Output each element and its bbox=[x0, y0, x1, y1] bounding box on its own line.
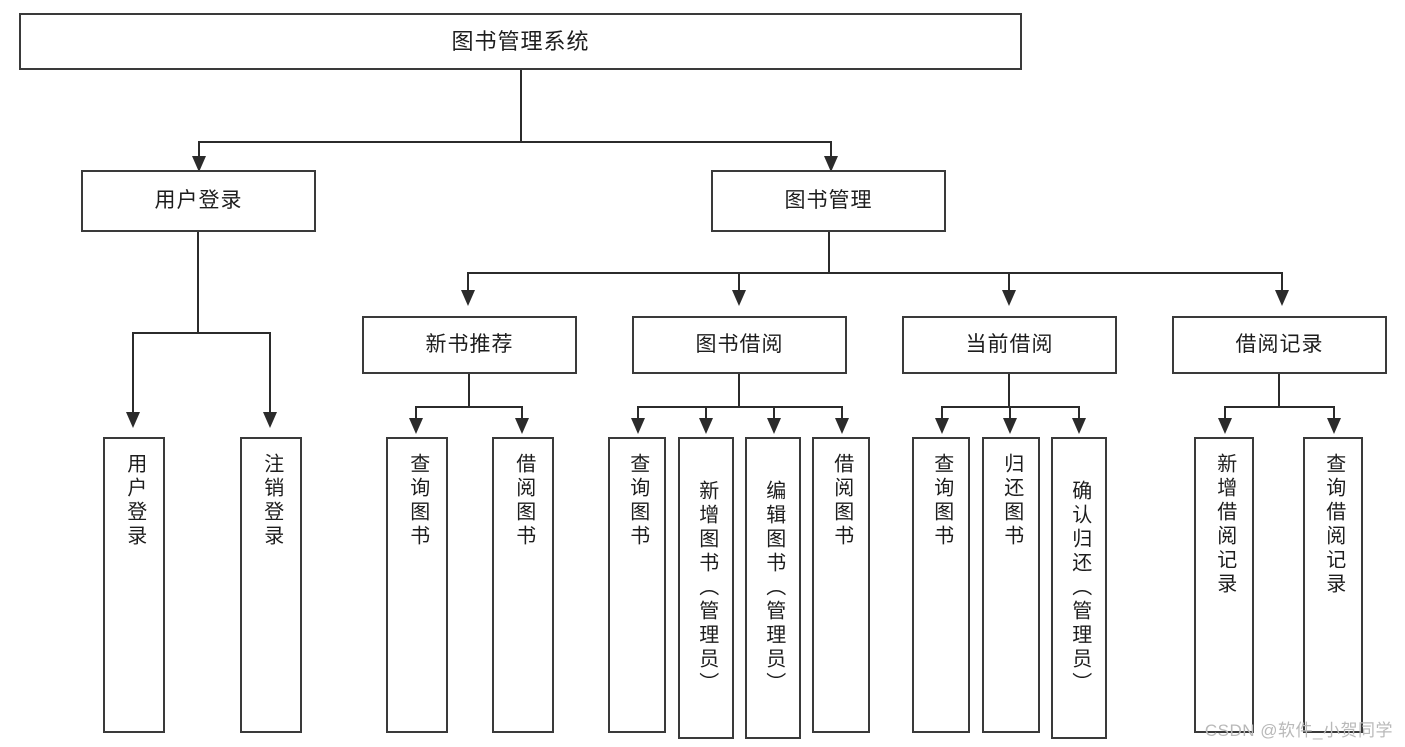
connector-borrow-record-bus bbox=[1224, 406, 1335, 408]
leaf-label: 用户登录 bbox=[123, 453, 146, 549]
arrowhead-root-to-user-login bbox=[192, 156, 206, 172]
connector-root-to-user-login bbox=[198, 141, 200, 164]
connector-book-management-stem bbox=[828, 232, 830, 273]
leaf-book-borrow-borrow-book[interactable]: 借阅图书 bbox=[812, 437, 870, 733]
arrowhead-book-borrow-to-leaf-3 bbox=[767, 418, 781, 434]
leaf-label: 编辑图书（管理员） bbox=[762, 480, 785, 696]
connector-user-login-to-leaf-2 bbox=[269, 332, 271, 417]
connector-book-borrow-to-leaf-1 bbox=[637, 406, 639, 422]
arrowhead-bm-to-new-book bbox=[461, 290, 475, 306]
connector-borrow-record-to-leaf-1 bbox=[1224, 406, 1226, 422]
node-label: 图书管理 bbox=[784, 188, 873, 212]
connector-root-stem bbox=[520, 70, 522, 142]
connector-bm-to-borrow-record bbox=[1281, 272, 1283, 296]
connector-new-book-stem bbox=[468, 374, 470, 407]
leaf-current-borrow-return-book[interactable]: 归还图书 bbox=[982, 437, 1040, 733]
connector-book-management-bus bbox=[467, 272, 1283, 274]
leaf-book-borrow-query-book[interactable]: 查询图书 bbox=[608, 437, 666, 733]
leaf-label: 新增借阅记录 bbox=[1213, 453, 1236, 597]
arrowhead-current-borrow-to-leaf-1 bbox=[935, 418, 949, 434]
connector-book-borrow-to-leaf-4 bbox=[841, 406, 843, 422]
leaf-label: 新增图书（管理员） bbox=[695, 480, 718, 696]
leaf-book-borrow-edit-book-admin[interactable]: 编辑图书（管理员） bbox=[745, 437, 801, 739]
connector-book-borrow-to-leaf-2 bbox=[705, 406, 707, 422]
node-label: 借阅记录 bbox=[1235, 332, 1324, 356]
leaf-label: 查询图书 bbox=[626, 453, 649, 549]
arrowhead-book-borrow-to-leaf-2 bbox=[699, 418, 713, 434]
leaf-label: 查询图书 bbox=[406, 453, 429, 549]
arrowhead-user-login-to-leaf-1 bbox=[126, 412, 140, 428]
arrowhead-bm-to-current-borrow bbox=[1002, 290, 1016, 306]
connector-bm-to-current-borrow bbox=[1008, 272, 1010, 296]
node-label: 新书推荐 bbox=[425, 332, 514, 356]
arrowhead-root-to-book-management bbox=[824, 156, 838, 172]
leaf-current-borrow-confirm-return-admin[interactable]: 确认归还（管理员） bbox=[1051, 437, 1107, 739]
node-label: 图书借阅 bbox=[695, 332, 784, 356]
node-label: 当前借阅 bbox=[965, 332, 1054, 356]
leaf-borrow-record-add-record[interactable]: 新增借阅记录 bbox=[1194, 437, 1254, 733]
connector-borrow-record-stem bbox=[1278, 374, 1280, 407]
leaf-label: 归还图书 bbox=[1000, 453, 1023, 549]
leaf-borrow-record-query-record[interactable]: 查询借阅记录 bbox=[1303, 437, 1363, 733]
leaf-label: 注销登录 bbox=[260, 453, 283, 549]
connector-current-borrow-to-leaf-3 bbox=[1078, 406, 1080, 422]
connector-new-book-bus bbox=[415, 406, 523, 408]
leaf-new-book-borrow-book[interactable]: 借阅图书 bbox=[492, 437, 554, 733]
connector-user-login-to-leaf-1 bbox=[132, 332, 134, 417]
arrowhead-current-borrow-to-leaf-2 bbox=[1003, 418, 1017, 434]
arrowhead-bm-to-borrow-record bbox=[1275, 290, 1289, 306]
leaf-book-borrow-add-book-admin[interactable]: 新增图书（管理员） bbox=[678, 437, 734, 739]
node-new-book-recommend[interactable]: 新书推荐 bbox=[362, 316, 577, 374]
leaf-user-login-login[interactable]: 用户登录 bbox=[103, 437, 165, 733]
leaf-label: 查询借阅记录 bbox=[1322, 453, 1345, 597]
arrowhead-current-borrow-to-leaf-3 bbox=[1072, 418, 1086, 434]
leaf-current-borrow-query-book[interactable]: 查询图书 bbox=[912, 437, 970, 733]
arrowhead-borrow-record-to-leaf-2 bbox=[1327, 418, 1341, 434]
leaf-label: 借阅图书 bbox=[512, 453, 535, 549]
connector-new-book-to-leaf-1 bbox=[415, 406, 417, 422]
arrowhead-new-book-to-leaf-2 bbox=[515, 418, 529, 434]
connector-root-bus bbox=[198, 141, 832, 143]
node-user-login[interactable]: 用户登录 bbox=[81, 170, 316, 232]
connector-root-to-book-management bbox=[830, 141, 832, 164]
node-borrow-record[interactable]: 借阅记录 bbox=[1172, 316, 1387, 374]
leaf-label: 借阅图书 bbox=[830, 453, 853, 549]
arrowhead-new-book-to-leaf-1 bbox=[409, 418, 423, 434]
arrowhead-user-login-to-leaf-2 bbox=[263, 412, 277, 428]
connector-borrow-record-to-leaf-2 bbox=[1333, 406, 1335, 422]
node-current-borrow[interactable]: 当前借阅 bbox=[902, 316, 1117, 374]
node-book-management-system[interactable]: 图书管理系统 bbox=[19, 13, 1022, 70]
connector-book-borrow-to-leaf-3 bbox=[773, 406, 775, 422]
connector-user-login-bus bbox=[132, 332, 269, 334]
leaf-new-book-query-book[interactable]: 查询图书 bbox=[386, 437, 448, 733]
node-label: 用户登录 bbox=[154, 188, 243, 212]
connector-bm-to-new-book bbox=[467, 272, 469, 296]
arrowhead-book-borrow-to-leaf-1 bbox=[631, 418, 645, 434]
connector-book-borrow-stem bbox=[738, 374, 740, 407]
node-book-borrow[interactable]: 图书借阅 bbox=[632, 316, 847, 374]
arrowhead-bm-to-book-borrow bbox=[732, 290, 746, 306]
arrowhead-book-borrow-to-leaf-4 bbox=[835, 418, 849, 434]
node-label: 图书管理系统 bbox=[451, 28, 590, 54]
node-book-management[interactable]: 图书管理 bbox=[711, 170, 946, 232]
connector-current-borrow-to-leaf-1 bbox=[941, 406, 943, 422]
leaf-label: 查询图书 bbox=[930, 453, 953, 549]
leaf-label: 确认归还（管理员） bbox=[1068, 480, 1091, 696]
connector-user-login-stem bbox=[197, 232, 199, 333]
leaf-user-login-logout[interactable]: 注销登录 bbox=[240, 437, 302, 733]
arrowhead-borrow-record-to-leaf-1 bbox=[1218, 418, 1232, 434]
connector-book-borrow-bus bbox=[637, 406, 842, 408]
connector-bm-to-book-borrow bbox=[738, 272, 740, 296]
connector-current-borrow-to-leaf-2 bbox=[1009, 406, 1011, 422]
connector-current-borrow-stem bbox=[1008, 374, 1010, 407]
connector-new-book-to-leaf-2 bbox=[521, 406, 523, 422]
